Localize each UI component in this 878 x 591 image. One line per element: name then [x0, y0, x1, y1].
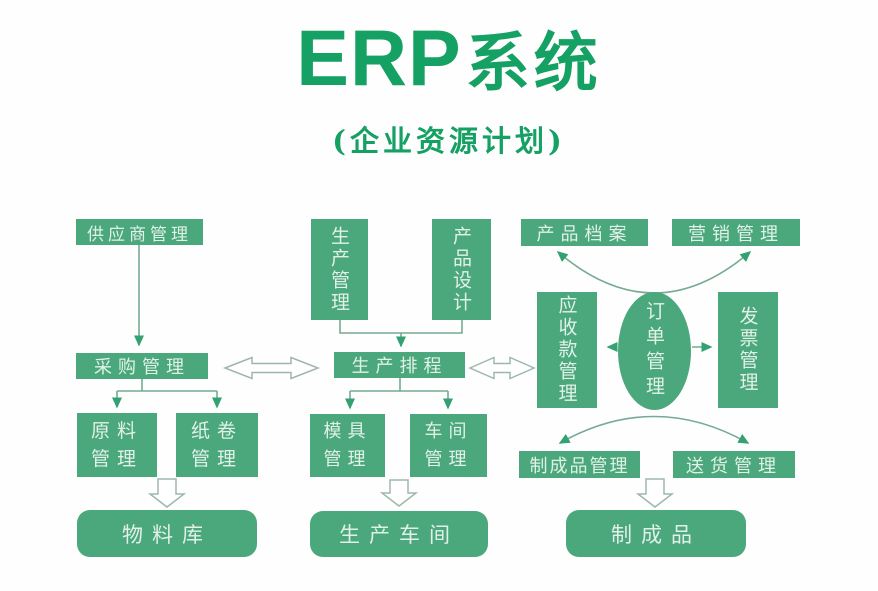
- wire-scheduling-split: [350, 378, 448, 392]
- node-purchasing-management: 采购管理: [76, 353, 208, 379]
- block-arrow-to-finished-goods: [635, 478, 675, 508]
- node-order-management: 订单管理: [618, 292, 691, 410]
- node-delivery-management: 送货管理: [673, 451, 795, 478]
- node-supplier-management: 供应商管理: [76, 219, 203, 245]
- page-title: ERP 系统: [10, 18, 878, 97]
- wire-purchasing-split: [117, 378, 217, 392]
- node-raw-material-management: 原料管理: [77, 413, 157, 477]
- page-subtitle: (企业资源计划): [332, 124, 566, 158]
- node-workshop-management: 车间管理: [410, 414, 487, 477]
- node-material-warehouse: 物料库: [77, 510, 257, 557]
- node-paper-roll-management: 纸卷管理: [176, 413, 258, 477]
- block-arrow-to-production-workshop: [379, 479, 419, 507]
- node-receivables-management: 应收款管理: [537, 292, 597, 408]
- node-product-design: 产品设计: [432, 219, 491, 320]
- wire-middle-bracket: [339, 320, 463, 334]
- curved-arrow-archive-marketing: [556, 251, 752, 294]
- double-arrow-scheduling-receivables: [468, 356, 536, 380]
- node-marketing-management: 营销管理: [672, 219, 800, 246]
- node-production-scheduling: 生产排程: [334, 352, 465, 378]
- block-arrow-to-material-warehouse: [147, 478, 187, 508]
- node-production-management: 生产管理: [311, 219, 368, 320]
- curved-arrow-finishedmgmt-delivery: [558, 415, 750, 444]
- node-mold-management: 模具管理: [310, 414, 385, 477]
- node-production-workshop: 生产车间: [310, 511, 488, 557]
- title-latin: ERP: [296, 13, 462, 102]
- node-finished-goods-management: 制成品管理: [519, 451, 640, 478]
- node-product-archive: 产品档案: [521, 219, 648, 246]
- double-arrow-purchasing-scheduling: [222, 356, 321, 380]
- title-cjk: 系统: [465, 26, 602, 101]
- node-finished-goods: 制成品: [566, 510, 746, 557]
- node-invoice-management: 发票管理: [718, 292, 778, 408]
